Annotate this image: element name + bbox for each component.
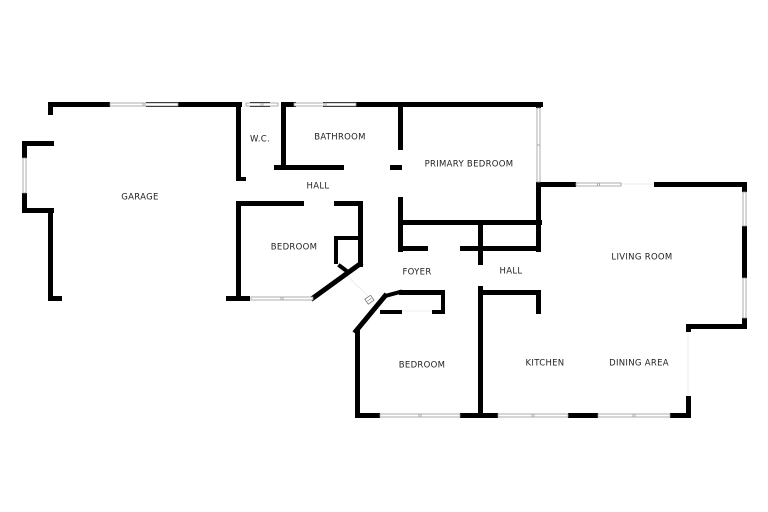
wall-segment [48, 208, 53, 300]
wall-segment [742, 182, 747, 192]
wall-segment [355, 413, 380, 418]
wall-segment [236, 177, 246, 181]
wall-segment [358, 201, 363, 267]
room-label-dining-area: DINING AREA [609, 359, 669, 369]
wall-segment [398, 246, 428, 251]
wall-segment [274, 165, 344, 170]
window-icon [109, 102, 179, 107]
diagonal-walls [309, 260, 403, 335]
window-icon [575, 182, 622, 187]
wall-segment [236, 102, 241, 181]
room-label-kitchen: KITCHEN [526, 359, 565, 369]
wall-segment [334, 236, 338, 264]
diagonal-wall-segment [382, 289, 403, 299]
wall-segment [536, 290, 541, 314]
wall-segment [355, 330, 360, 418]
diagonal-wall-segment [309, 260, 364, 302]
windows [22, 102, 747, 418]
wall-segment [398, 102, 403, 150]
wall-segment [390, 165, 402, 170]
wall-segment [536, 182, 541, 252]
room-label-living-room: LIVING ROOM [611, 253, 672, 263]
wall-segment [742, 226, 747, 278]
wall-segment [460, 246, 540, 251]
wall-segment [380, 310, 402, 314]
window-icon [379, 413, 461, 418]
wall-segment [654, 182, 746, 187]
wall-segment [48, 102, 53, 115]
window-icon [22, 157, 27, 194]
wall-segment [478, 290, 540, 295]
wall-segment [334, 201, 362, 206]
diagonal-wall-segment [352, 292, 389, 335]
wall-segment [22, 193, 27, 212]
wall-segment [478, 220, 483, 265]
wall-segment [236, 201, 304, 206]
wall-segment [22, 141, 54, 146]
entry-door-icon [364, 294, 375, 305]
window-icon [293, 102, 357, 107]
wall-segment [398, 220, 538, 225]
room-label-primary-bedroom: PRIMARY BEDROOM [425, 160, 514, 170]
wall-segment [22, 141, 27, 158]
room-label-bedroom-south: BEDROOM [399, 361, 445, 371]
window-icon [497, 413, 569, 418]
diagonal-wall-segment [337, 263, 351, 275]
wall-segment [286, 102, 296, 107]
window-icon [597, 413, 671, 418]
window-icon [742, 277, 747, 319]
wall-segment [670, 413, 691, 418]
wall-segment [323, 102, 543, 107]
window-icon [245, 102, 279, 107]
wall-segment [441, 290, 445, 314]
wall-segment [460, 413, 498, 418]
room-label-hall-upper: HALL [307, 182, 330, 192]
walls [22, 102, 747, 418]
wall-segment [334, 236, 362, 240]
wall-segment [22, 208, 54, 213]
room-label-hall-east: HALL [500, 267, 523, 277]
window-icon [742, 191, 747, 227]
wall-segment [686, 324, 691, 332]
wall-segment [522, 220, 542, 225]
wall-segment [281, 102, 286, 167]
room-label-foyer: FOYER [402, 268, 431, 278]
wall-segment [146, 102, 242, 107]
wall-segment [236, 201, 241, 301]
wall-segment [742, 318, 747, 328]
wall-segment [478, 286, 483, 418]
wall-segment [536, 182, 576, 187]
window-icon [536, 107, 541, 183]
room-label-wc: W.C. [250, 135, 270, 145]
room-label-garage: GARAGE [121, 193, 158, 203]
wall-segment [48, 102, 110, 107]
room-label-bedroom-west: BEDROOM [271, 243, 317, 253]
wall-segment [686, 396, 691, 418]
wall-segment [568, 413, 598, 418]
window-icon [250, 296, 314, 301]
room-labels: GARAGE W.C. BATHROOM PRIMARY BEDROOM HAL… [121, 133, 672, 371]
wall-segment [432, 310, 445, 314]
wall-segment [48, 296, 62, 301]
wall-segment [686, 324, 747, 329]
room-label-bathroom: BATHROOM [314, 133, 366, 143]
wall-segment [399, 290, 443, 295]
